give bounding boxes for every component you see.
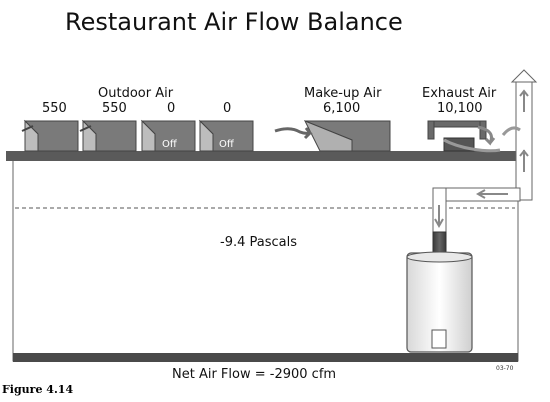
down-arrow-icon <box>434 205 444 229</box>
exhaust-air-label: Exhaust Air <box>422 86 497 101</box>
floor <box>13 353 518 362</box>
outdoor-air-unit <box>21 119 79 152</box>
outdoor-air-label: Outdoor Air <box>98 86 174 101</box>
chimney-cap-icon <box>510 69 538 83</box>
unit-status: Off <box>219 139 235 150</box>
exhaust-arrow-icon <box>477 125 496 146</box>
outdoor-air-unit <box>79 119 137 152</box>
exhaust-fan <box>427 120 501 153</box>
outdoor-air-unit: Off <box>198 119 254 152</box>
exhaust-air-value: 10,100 <box>437 101 483 116</box>
up-arrow-icon <box>519 89 529 112</box>
heater-access-door <box>431 329 447 349</box>
figure-caption: Figure 4.14 <box>2 383 73 396</box>
makeup-air-unit <box>274 120 391 152</box>
outdoor-unit-value: 550 <box>42 101 67 116</box>
makeup-air-arrow-icon <box>274 127 313 140</box>
net-air-flow-label: Net Air Flow = -2900 cfm <box>172 367 336 382</box>
outdoor-air-unit: Off <box>140 119 196 152</box>
outdoor-unit-value: 550 <box>102 101 127 116</box>
intake-arrow-icon <box>21 125 34 132</box>
unit-status: Off <box>162 139 178 150</box>
flue-chimney <box>501 69 538 201</box>
makeup-air-value: 6,100 <box>323 101 360 116</box>
left-arrow-icon <box>475 189 508 199</box>
exhaust-arrow-icon <box>443 138 501 153</box>
water-heater <box>406 251 473 353</box>
makeup-air-label: Make-up Air <box>304 86 382 101</box>
drawing-code: 03-70 <box>496 365 514 372</box>
roof <box>6 151 518 161</box>
pressure-label: -9.4 Pascals <box>220 235 297 250</box>
outdoor-unit-value: 0 <box>223 101 231 116</box>
intake-arrow-icon <box>79 125 92 132</box>
diagram-title: Restaurant Air Flow Balance <box>65 8 403 36</box>
outdoor-unit-value: 0 <box>167 101 175 116</box>
up-arrow-icon <box>519 149 529 172</box>
flue-duct <box>432 187 521 255</box>
